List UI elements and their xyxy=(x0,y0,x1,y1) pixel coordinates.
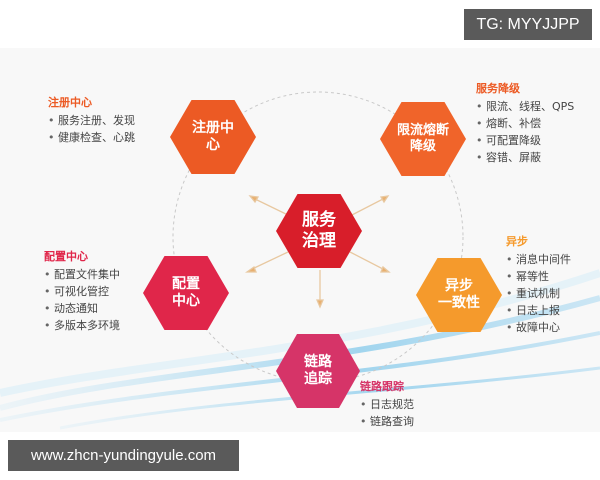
panel-item: 可视化管控 xyxy=(44,283,120,300)
hex-label: 治理 xyxy=(302,231,336,251)
panel-item: 服务注册、发现 xyxy=(48,112,135,129)
panel-item: 幂等性 xyxy=(506,268,571,285)
panel-tracing: 链路跟踪 日志规范 链路查询 xyxy=(360,378,414,430)
hex-label: 链路 xyxy=(304,353,332,370)
hex-label: 心 xyxy=(206,137,220,153)
panel-item: 限流、线程、QPS xyxy=(476,98,574,115)
watermark-top: TG: MYYJJPP xyxy=(464,9,592,40)
hex-label: 服务 xyxy=(302,209,336,230)
panel-title: 服务降级 xyxy=(476,82,520,95)
panel-item: 故障中心 xyxy=(506,319,571,336)
hex-label: 一致性 xyxy=(438,295,480,311)
hex-label: 中心 xyxy=(172,293,200,309)
panel-item: 日志规范 xyxy=(360,396,414,413)
hex-label: 限流熔断 xyxy=(396,122,449,138)
panel-item: 健康检查、心跳 xyxy=(48,129,135,146)
panel-item: 多版本多环境 xyxy=(44,317,120,334)
panel-title: 异步 xyxy=(506,235,528,248)
panel-item: 日志上报 xyxy=(506,302,571,319)
hex-config-center[interactable]: 配置中心 xyxy=(143,256,229,330)
panel-item: 配置文件集中 xyxy=(44,266,120,283)
hex-label: 注册中 xyxy=(192,119,234,136)
hex-label: 降级 xyxy=(409,139,436,154)
panel-title: 注册中心 xyxy=(48,96,92,109)
panel-item: 可配置降级 xyxy=(476,132,574,149)
panel-title: 配置中心 xyxy=(44,250,88,263)
orbit-ring xyxy=(172,91,464,383)
hex-label: 配置 xyxy=(172,275,200,292)
panel-item: 熔断、补偿 xyxy=(476,115,574,132)
panel-title: 链路跟踪 xyxy=(360,380,404,393)
watermark-bottom: www.zhcn-yundingyule.com xyxy=(8,440,239,471)
panel-item: 动态通知 xyxy=(44,300,120,317)
panel-config: 配置中心 配置文件集中 可视化管控 动态通知 多版本多环境 xyxy=(44,248,120,334)
hex-center-service-governance[interactable]: 服务治理 xyxy=(276,194,362,268)
panel-item: 链路查询 xyxy=(360,413,414,430)
hex-async-consistency[interactable]: 异步一致性 xyxy=(416,258,502,332)
panel-registry: 注册中心 服务注册、发现 健康检查、心跳 xyxy=(48,94,135,146)
panel-item: 重试机制 xyxy=(506,285,571,302)
panel-item: 容错、屏蔽 xyxy=(476,149,574,166)
panel-item: 消息中间件 xyxy=(506,251,571,268)
panel-circuit: 服务降级 限流、线程、QPS 熔断、补偿 可配置降级 容错、屏蔽 xyxy=(476,80,574,166)
hex-label: 异步 xyxy=(445,277,473,294)
hex-label: 追踪 xyxy=(304,371,332,387)
hex-circuit-breaker[interactable]: 限流熔断降级 xyxy=(380,102,466,176)
hex-tracing[interactable]: 链路追踪 xyxy=(276,334,360,408)
panel-async: 异步 消息中间件 幂等性 重试机制 日志上报 故障中心 xyxy=(506,233,571,336)
